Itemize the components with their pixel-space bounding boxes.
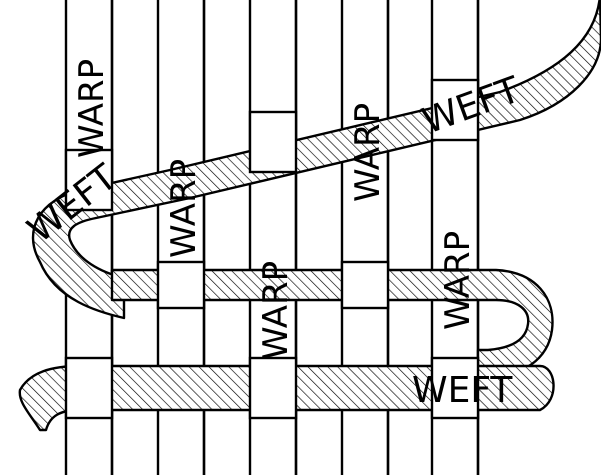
weft-label: WEFT xyxy=(412,370,513,411)
warp-over xyxy=(64,356,114,420)
warp-over xyxy=(156,260,206,310)
warp-label: WARP xyxy=(348,103,388,202)
weft-top-band xyxy=(31,0,601,320)
warp-over xyxy=(430,78,480,142)
warp-over xyxy=(430,356,480,420)
warp-label: WARP xyxy=(256,261,296,360)
warp-label: WARP xyxy=(438,231,478,330)
warp-over xyxy=(340,260,390,310)
warp-label: WARP xyxy=(72,59,112,158)
warp-label: WARP xyxy=(164,159,204,258)
warp-over xyxy=(64,148,114,212)
warp-over xyxy=(248,110,298,174)
warp-labels: WARP WARP WARP WARP WARP xyxy=(72,59,478,360)
warp-over xyxy=(248,356,298,420)
warp-over-segments xyxy=(64,78,480,420)
